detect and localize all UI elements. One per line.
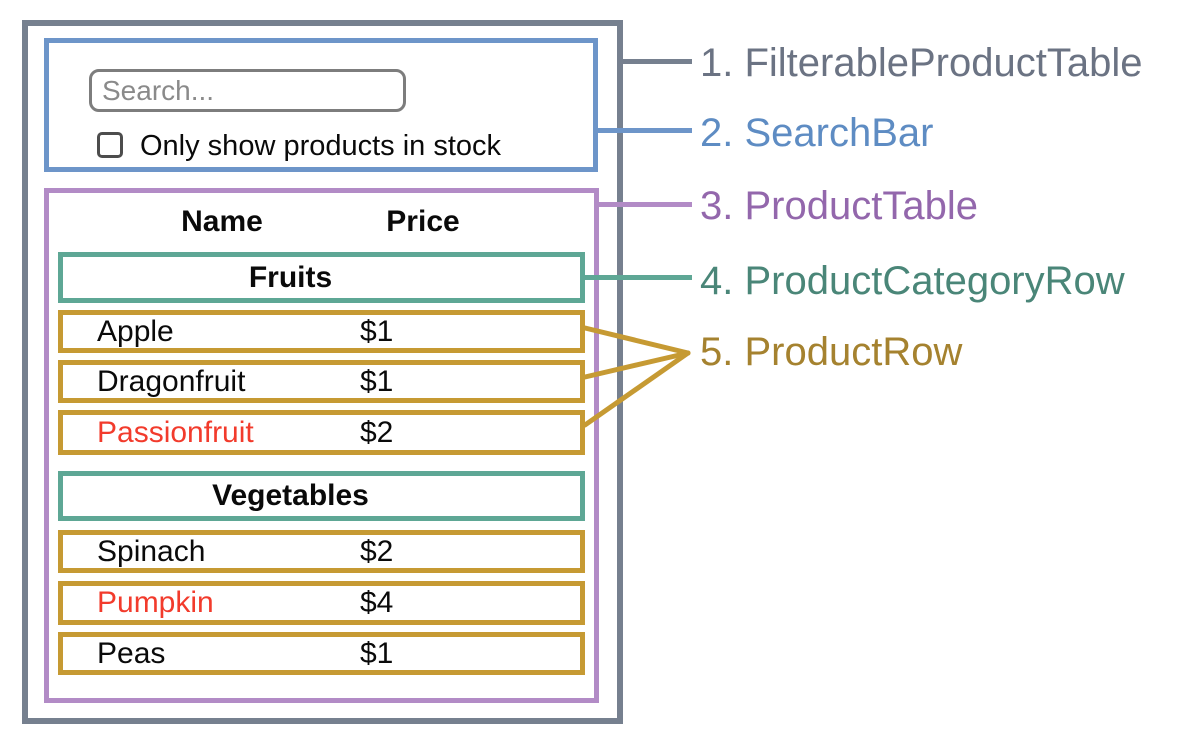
product-price: $4 [360, 586, 394, 619]
product-name: Apple [97, 314, 174, 348]
legend-item-product-table: 3. ProductTable [700, 184, 978, 228]
product-name-out-of-stock: Passionfruit [97, 415, 254, 449]
column-header-name: Name [181, 205, 263, 238]
legend-item-product-row: 5. ProductRow [700, 330, 963, 374]
product-row: Peas $1 [58, 632, 585, 675]
product-row: Pumpkin $4 [58, 581, 585, 625]
connector-line-product-table [594, 202, 692, 207]
product-name: Spinach [97, 534, 206, 568]
category-row-fruits: Fruits [58, 252, 585, 303]
connector-lines-product-rows [582, 325, 691, 428]
product-price: $1 [360, 636, 394, 670]
product-name-out-of-stock: Pumpkin [97, 586, 214, 619]
category-row-vegetables: Vegetables [58, 471, 585, 521]
product-price: $1 [360, 364, 394, 398]
search-input[interactable] [89, 69, 406, 112]
connector-line-search-bar [593, 128, 692, 133]
legend-item-product-category-row: 4. ProductCategoryRow [700, 259, 1125, 303]
connector-line-product-category-row [580, 275, 692, 280]
category-label: Fruits [248, 260, 333, 294]
product-price: $2 [360, 415, 394, 449]
product-price: $2 [360, 534, 394, 568]
in-stock-label: Only show products in stock [140, 130, 502, 162]
product-name: Dragonfruit [97, 364, 246, 398]
product-row: Dragonfruit $1 [58, 360, 585, 403]
connector-line-filterable-product-table [617, 59, 692, 64]
product-row: Passionfruit $2 [58, 410, 585, 455]
product-row: Spinach $2 [58, 530, 585, 573]
category-label: Vegetables [212, 479, 369, 512]
product-row: Apple $1 [58, 310, 585, 353]
legend-item-filterable-product-table: 1. FilterableProductTable [700, 41, 1143, 85]
column-header-price: Price [386, 205, 460, 238]
product-price: $1 [360, 314, 394, 348]
in-stock-checkbox[interactable] [97, 132, 123, 158]
product-name: Peas [97, 636, 166, 670]
legend-item-search-bar: 2. SearchBar [700, 111, 934, 155]
